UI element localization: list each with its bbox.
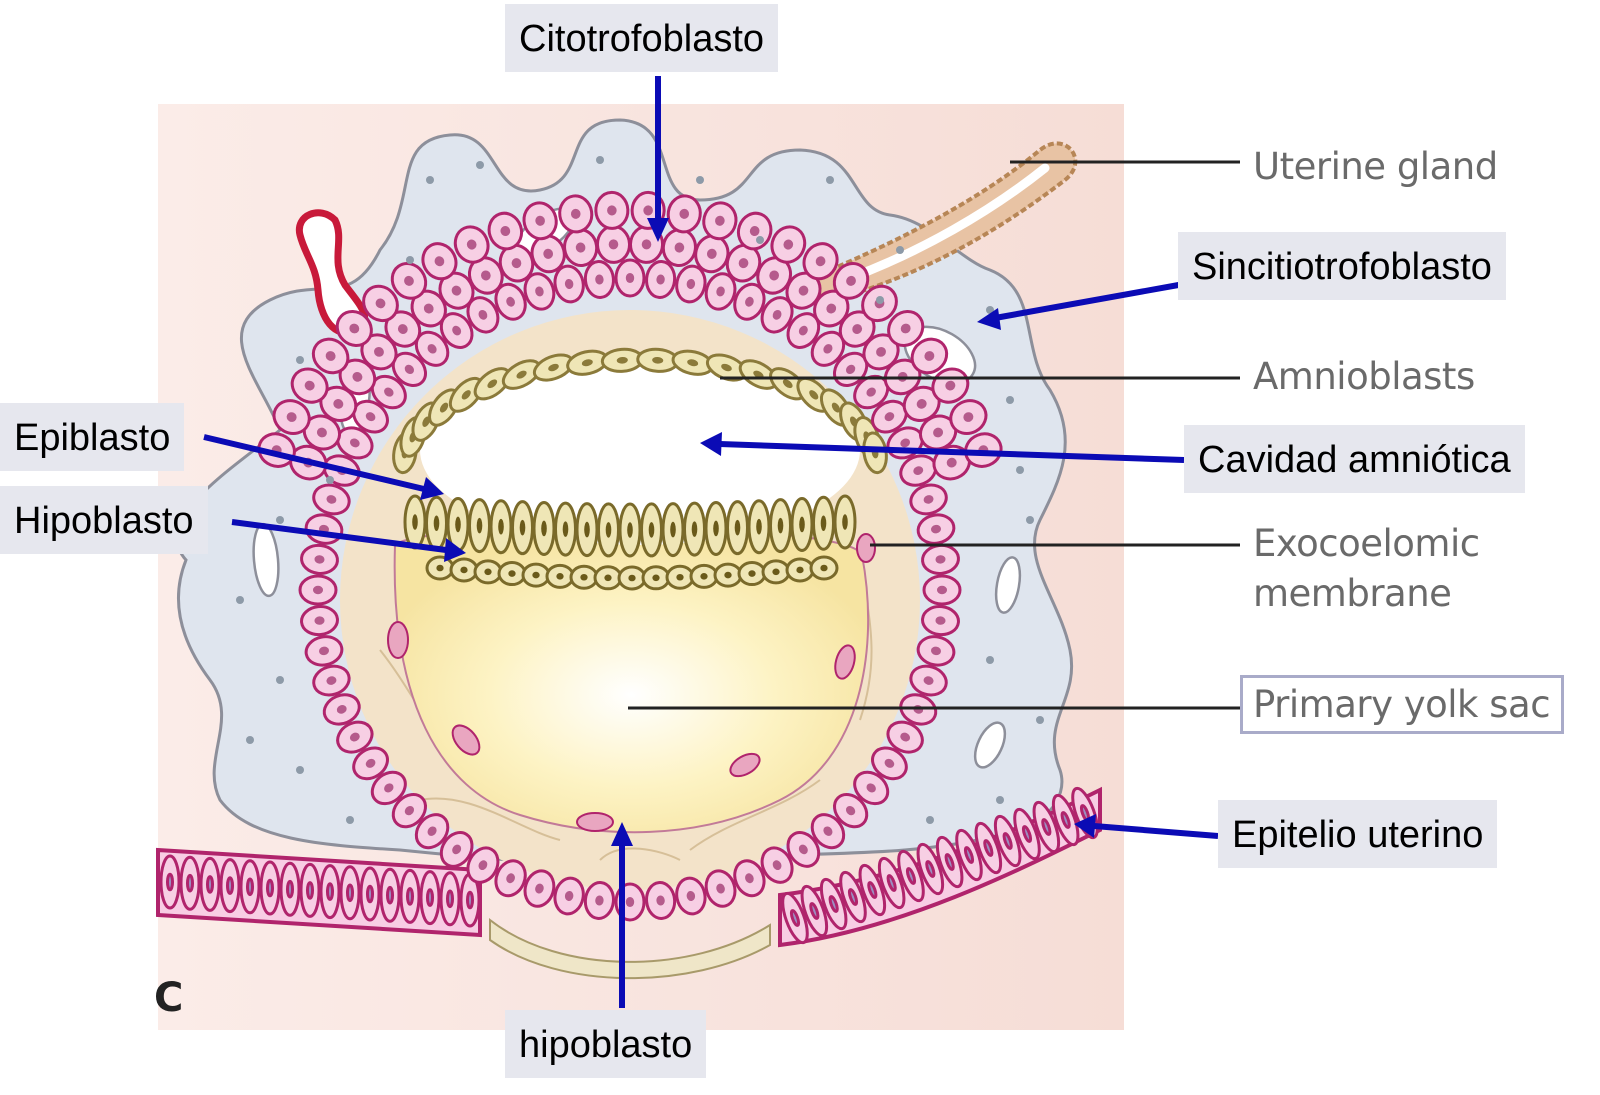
label-sincitiotrofoblasto: Sincitiotrofoblasto [1178, 232, 1506, 300]
syncytium-nucleus [1006, 396, 1014, 404]
epiblast-cell [620, 504, 640, 556]
epiblast-cell [534, 502, 554, 554]
uterine-epithelium-cell [401, 870, 419, 922]
epiblast-layer [405, 496, 855, 556]
uterine-epithelium-cell [281, 863, 299, 915]
epiblast-cell [470, 500, 490, 552]
label-hipoblasto: Hipoblasto [0, 486, 208, 554]
label-exocoelomic-line2: membrane [1253, 572, 1451, 615]
epiblast-cell [728, 502, 748, 554]
syncytium-nucleus [1036, 716, 1044, 724]
syncytium-nucleus [1016, 466, 1024, 474]
cytotrophoblast-cell [595, 192, 629, 229]
hypoblast-cell [547, 565, 573, 587]
uterine-epithelium-cell [221, 860, 239, 912]
epiblast-cell [835, 496, 855, 548]
label-amnioblasts: Amnioblasts [1253, 355, 1475, 398]
syncytium-nucleus [986, 656, 994, 664]
label-uterine-gland: Uterine gland [1253, 145, 1498, 188]
syncytium-nucleus [326, 476, 334, 484]
hypoblast-cell [571, 566, 597, 588]
hypoblast-cell [643, 567, 669, 589]
epiblast-cell [577, 504, 597, 556]
cytotrophoblast-cell [616, 260, 644, 296]
label-exocoelomic-line1: Exocoelomic [1253, 522, 1480, 565]
uterine-epithelium-cell [341, 867, 359, 919]
cytotrophoblast-cell [300, 576, 336, 604]
label-hipoblasto-bottom: hipoblasto [505, 1010, 706, 1078]
syncytium-nucleus [996, 796, 1004, 804]
uterine-epithelium-cell [181, 857, 199, 909]
uterine-epithelium-cell [361, 868, 379, 920]
uterine-epithelium-cell [381, 869, 399, 921]
hypoblast-cell [523, 564, 549, 586]
hypoblast-cell [763, 561, 789, 583]
syncytium-nucleus [296, 766, 304, 774]
cytotrophoblast-cell [924, 576, 960, 604]
hypoblast-cell [451, 559, 477, 581]
syncytium-nucleus [756, 236, 764, 244]
syncytium-nucleus [276, 516, 284, 524]
uterine-epithelium-cell [421, 872, 439, 924]
syncytium-nucleus [426, 176, 434, 184]
epiblast-cell [706, 502, 726, 554]
uterine-epithelium-cell [441, 873, 459, 925]
uterine-epithelium-cell [201, 858, 219, 910]
syncytium-nucleus [596, 156, 604, 164]
hypoblast-cell [691, 565, 717, 587]
epiblast-cell [513, 502, 533, 554]
hypoblast-cell [619, 567, 645, 589]
cytotrophoblast-cell [597, 226, 631, 263]
syncytium-nucleus [896, 246, 904, 254]
epiblast-cell [491, 501, 511, 553]
uterine-epithelium-cell [161, 856, 179, 908]
syncytium-nucleus [406, 256, 414, 264]
syncytium-nucleus [276, 676, 284, 684]
syncytium-nucleus [696, 176, 704, 184]
label-epiblasto: Epiblasto [0, 403, 184, 471]
epiblast-cell [663, 504, 683, 556]
epiblast-cell [642, 504, 662, 556]
syncytium-nucleus [246, 736, 254, 744]
epiblast-cell [771, 500, 791, 552]
epiblast-cell [599, 504, 619, 556]
hypoblast-cell [787, 559, 813, 581]
uterine-epithelium-cell [301, 864, 319, 916]
epiblast-cell [556, 503, 576, 555]
hypoblast-cell [595, 567, 621, 589]
hypoblast-cell [715, 564, 741, 586]
epiblast-cell [749, 501, 769, 553]
hypoblast-cell [667, 566, 693, 588]
label-primary-yolk-sac: Primary yolk sac [1240, 675, 1564, 734]
label-epitelio-uterino: Epitelio uterino [1218, 800, 1497, 868]
uterine-epithelium-cell [241, 861, 259, 913]
hypoblast-cell [739, 563, 765, 585]
syncytium-nucleus [1026, 516, 1034, 524]
syncytium-nucleus [476, 161, 484, 169]
syncytium-nucleus [926, 816, 934, 824]
hypoblast-cell [427, 557, 453, 579]
uterine-epithelium-cell [261, 862, 279, 914]
epiblast-cell [792, 498, 812, 550]
panel-letter: C [154, 975, 183, 1021]
label-citotrofoblasto: Citotrofoblasto [505, 4, 778, 72]
syncytium-nucleus [346, 816, 354, 824]
syncytium-nucleus [296, 356, 304, 364]
uterine-epithelium-cell [321, 866, 339, 918]
syncytium-nucleus [826, 176, 834, 184]
epiblast-cell [814, 497, 834, 549]
epiblast-cell [427, 497, 447, 549]
syncytium-nucleus [876, 296, 884, 304]
syncytium-nucleus [236, 596, 244, 604]
label-cavidad-amniotica: Cavidad amniótica [1184, 425, 1525, 493]
hypoblast-cell [811, 557, 837, 579]
hypoblast-cell [499, 563, 525, 585]
epiblast-cell [685, 503, 705, 555]
epiblast-cell [405, 496, 425, 548]
hypoblast-cell [475, 561, 501, 583]
